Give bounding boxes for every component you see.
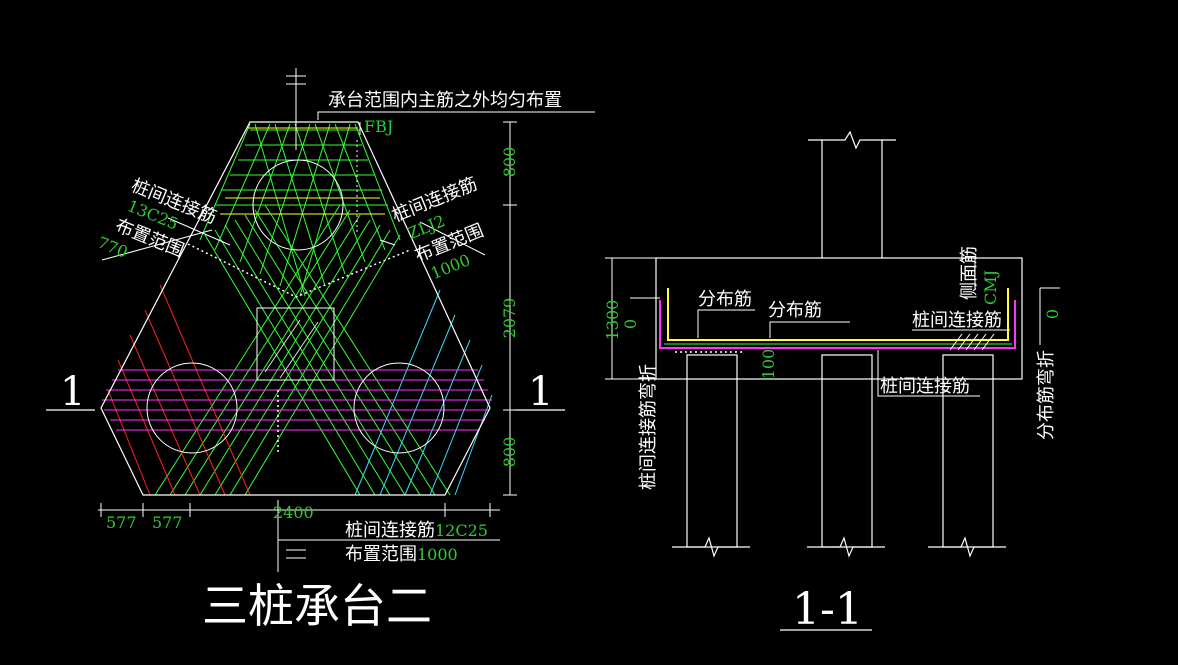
bottom-dimension: [98, 503, 500, 517]
section-view: 1300 0 0 100 分布筋 分布筋 桩间连接筋 桩间连接筋 侧面筋 CMJ…: [603, 130, 1062, 635]
sec-dim-left-zero: 0: [621, 319, 640, 329]
rebar-magenta-section: [659, 300, 1016, 349]
diagonal-rebar-green: [154, 204, 451, 496]
plan-view: 1 1 800 2079 800 577 577 2400 承台范围内主筋之外均…: [46, 68, 595, 633]
label-dist1: 分布筋: [698, 289, 752, 310]
label-pile-link-bottom: 桩间连接筋: [880, 376, 970, 397]
section-column: [808, 130, 896, 258]
section-mark-right: 1: [528, 369, 553, 415]
sec-dim-height: 1300: [603, 300, 622, 341]
note-top: 承台范围内主筋之外均匀布置: [328, 90, 562, 111]
plan-title: 三桩承台二: [202, 579, 432, 633]
pile-top: [252, 159, 344, 251]
sec-dim-right-zero: 0: [1043, 309, 1062, 319]
dim-577-a: 577: [106, 513, 137, 532]
bottom-rebar-magenta: [102, 369, 492, 431]
bottom-pile-link-label: 桩间连接筋12C25: [345, 520, 488, 541]
label-dist2: 分布筋: [768, 300, 822, 321]
rebar-yellow-section: [667, 288, 1009, 341]
top-rebar-yellow: [220, 127, 385, 215]
label-pile-link-bend: 桩间连接筋弯折: [638, 364, 659, 490]
label-side-face: 侧面筋: [959, 246, 980, 300]
column: [256, 307, 335, 381]
sec-dim-cover: 100: [759, 349, 778, 380]
section-mark-left: 1: [60, 369, 85, 415]
pile-left: [146, 362, 238, 454]
dim-800-top: 800: [500, 147, 519, 178]
dim-2400: 2400: [273, 503, 314, 522]
section-piles: [672, 354, 1006, 558]
bottom-range-label: 布置范围1000: [345, 544, 458, 565]
pile-cap-outline: [100, 121, 491, 496]
label-side-code: CMJ: [981, 270, 1000, 305]
right-dimension: [503, 121, 517, 496]
label-pile-link-top: 桩间连接筋: [912, 310, 1002, 331]
top-rebar-grid: [199, 123, 401, 297]
section-cap: [655, 257, 1023, 380]
dim-800-bottom: 800: [500, 437, 519, 468]
pile-right: [353, 362, 445, 454]
dim-2079: 2079: [500, 298, 519, 339]
dim-577-b: 577: [152, 513, 183, 532]
label-dist-bend: 分布筋弯折: [1036, 350, 1057, 440]
section-title: 1-1: [792, 584, 863, 635]
note-top-code: FBJ: [364, 117, 393, 136]
diagonal-rebar-cyan: [354, 289, 493, 496]
pile-link-range: [187, 243, 411, 298]
